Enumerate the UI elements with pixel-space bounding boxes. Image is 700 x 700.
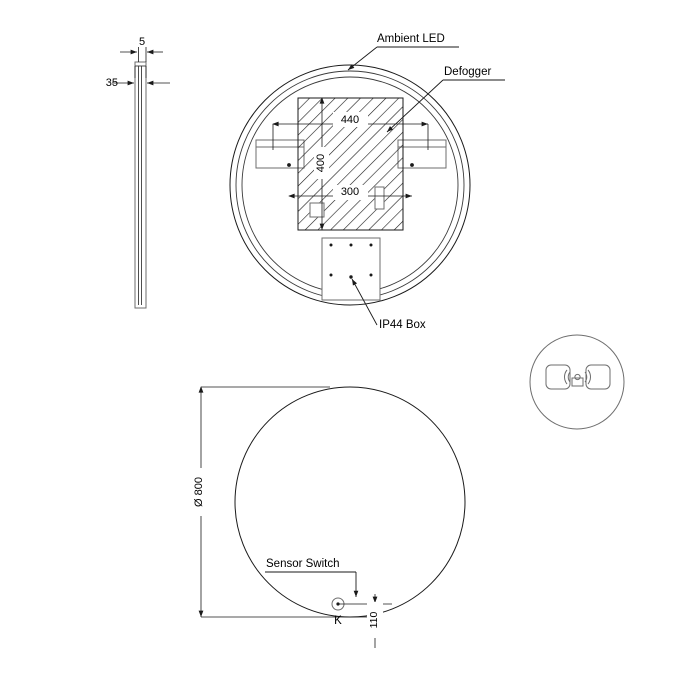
front-view: Ø 800 K Sensor Switch 110 [192,386,465,648]
detail-k-boundary-circle [529,334,625,430]
detail-ref-label-k: K [334,615,342,627]
detail-view-k [529,334,625,430]
front-mirror-circle [235,387,465,617]
ip44-box-label: IP44 Box [379,319,426,331]
callout-sensor-switch: Sensor Switch [265,558,359,597]
ambient-led-leader [347,46,378,71]
dim-diameter-text-bg [192,468,208,516]
ip44-screw-bottom-left [329,273,333,277]
sensor-icon-base [571,377,584,387]
sensor-icon-wave-right-inner [584,371,588,383]
sensor-switch-label: Sensor Switch [266,558,340,570]
dim-440-text-bg [333,112,368,127]
callout-ip44-box: IP44 Box [351,278,426,331]
dim-value-overall-depth: 35 [106,77,118,89]
side-profile-view: 5 35 [106,36,170,309]
wireless-sensor-icon [563,369,592,387]
sensor-pad-right [585,364,611,390]
defogger-leader [386,79,444,133]
dim-value-sensor-height: 110 [368,611,380,628]
bracket-left-body [255,139,305,169]
ip44-screw-top-right [369,243,373,247]
mounting-bracket-left [255,139,305,169]
sensor-icon-wave-right-outer [587,369,592,385]
ip44-screw-top-mid [349,243,353,247]
dim-300-text-bg [333,185,368,200]
dim-value-glass-thickness: 5 [139,36,145,48]
dim-value-bracket-span: 300 [341,186,359,198]
ip44-box-body [321,237,381,301]
dim-400-text-bg [314,147,329,179]
sensor-pad-left [545,364,571,390]
mounting-bracket-right [397,139,447,169]
callout-defogger: Defogger [386,66,505,133]
callout-ambient-led: Ambient LED [347,33,459,71]
ip44-leader-anchor [349,275,353,279]
bracket-right-body [397,139,447,169]
defogger-connector-block [374,186,385,210]
ip44-screw-bottom-right [369,273,373,277]
ip44-screw-top-left [329,243,333,247]
sensor-icon-wave-left-inner [567,371,571,383]
ip44-leader [351,278,378,326]
defogger-label: Defogger [444,66,491,78]
ip44-junction-box [321,237,381,301]
sensor-icon-dome [574,373,581,381]
side-profile-body [134,61,147,309]
dim-110-text-bg [367,602,383,638]
bracket-left-fix-point [287,163,291,167]
dim-value-defogger-width: 440 [341,114,359,126]
dim-value-diameter: Ø 800 [193,477,205,507]
rear-view: 440 400 300 Ambien [230,33,505,331]
ambient-led-label: Ambient LED [377,33,445,45]
sensor-icon-wave-left-outer [563,369,568,385]
bracket-right-fix-point [410,163,414,167]
dim-value-defogger-height: 400 [315,154,327,172]
